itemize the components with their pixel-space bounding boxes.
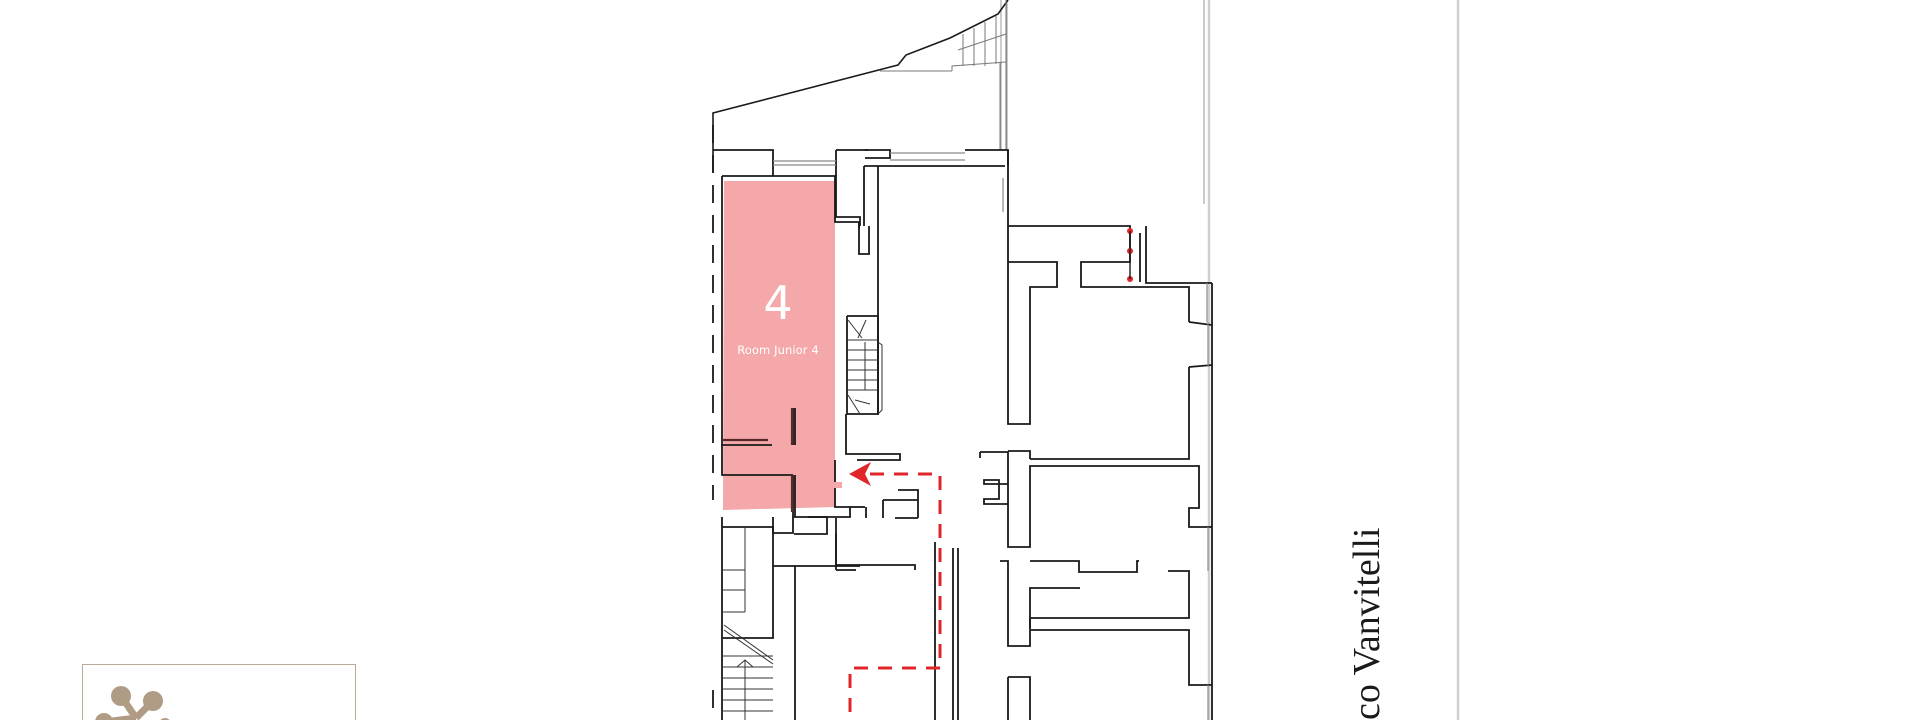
route-arrow-icon [849,462,871,486]
windows [773,152,1209,720]
upper-outline [712,0,1009,172]
staircase-upper [847,319,883,415]
street-boundaries [1207,0,1460,720]
room-4-partitions [722,408,794,512]
street-name: co Vanvitelli [1346,527,1388,720]
staircase-lower [722,527,774,720]
street-label: co Vanvitelli [1346,510,1388,720]
walls [713,149,1213,720]
room-junior-4-highlight[interactable] [723,181,842,510]
room-number: 4 [763,276,793,330]
route-path [848,472,942,720]
room-name: Room Junior 4 [737,343,819,357]
logo-icon [95,686,170,720]
